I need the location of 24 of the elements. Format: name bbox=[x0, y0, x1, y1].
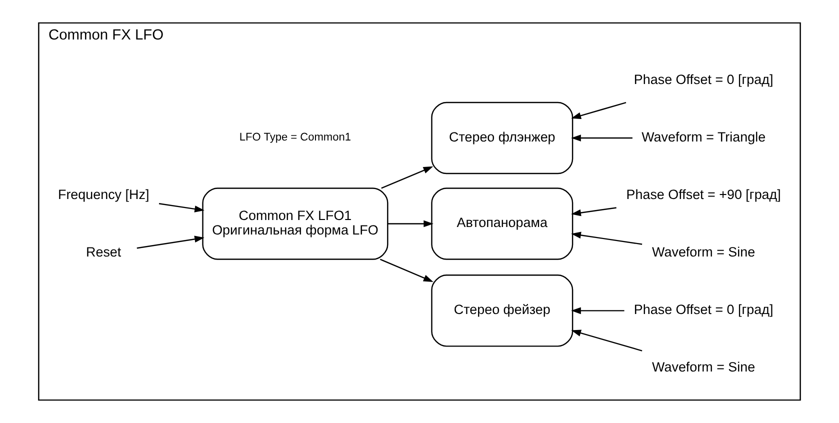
node-box: Стерео флэнжер bbox=[431, 102, 574, 174]
arrow bbox=[158, 203, 204, 212]
arrow bbox=[136, 236, 204, 249]
node-text: Phase Offset = 0 [град] bbox=[634, 302, 774, 318]
arrow bbox=[571, 232, 642, 245]
arrow bbox=[571, 102, 626, 119]
arrow bbox=[571, 134, 632, 142]
node-text: Phase Offset = +90 [град] bbox=[626, 187, 781, 202]
node-box: Стерео фейзер bbox=[431, 274, 574, 347]
arrow bbox=[380, 258, 434, 282]
arrow bbox=[571, 307, 624, 314]
arrow bbox=[381, 166, 434, 189]
label: LFO Type = Common1 bbox=[239, 132, 351, 144]
arrow bbox=[571, 330, 642, 352]
node-text: Waveform = Sine bbox=[652, 244, 756, 260]
node-text: Waveform = Triangle bbox=[642, 129, 766, 144]
node-box: Common FX LFO1 Оригинальная форма LFO bbox=[202, 188, 388, 260]
node-text: Reset bbox=[86, 244, 122, 260]
node-text: Frequency [Hz] bbox=[58, 187, 150, 202]
node-box: Автопанорама bbox=[431, 188, 574, 260]
arrow bbox=[571, 207, 616, 216]
arrow bbox=[388, 220, 434, 228]
node-text: Phase Offset = 0 [град] bbox=[634, 72, 774, 87]
node-text: Waveform = Sine bbox=[652, 360, 756, 375]
